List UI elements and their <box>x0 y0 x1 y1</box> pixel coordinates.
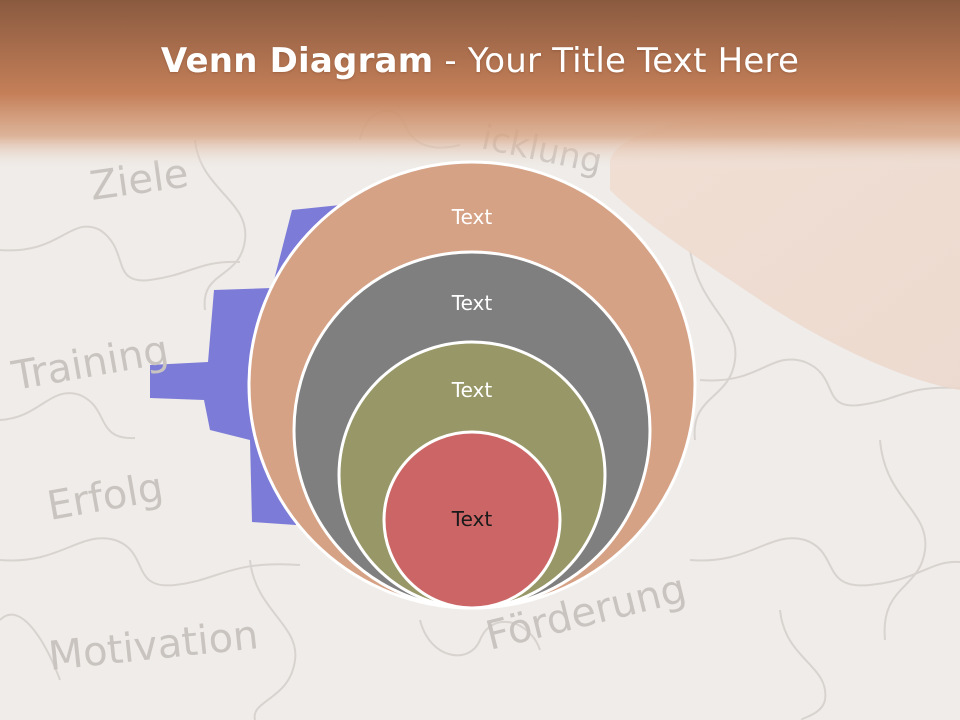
finger-shape <box>610 117 960 391</box>
circle-label-1: Text <box>451 205 493 229</box>
circle-label-4: Text <box>451 507 493 531</box>
puzzle-seams <box>0 109 960 720</box>
circle-group-4[interactable]: Text <box>382 430 562 610</box>
title-rest: Your Title Text Here <box>467 41 800 81</box>
title-separator: - <box>433 41 468 81</box>
title-bar: Venn Diagram - Your Title Text Here <box>0 0 960 130</box>
circle-label-2: Text <box>451 291 493 315</box>
title-bold: Venn Diagram <box>160 41 434 81</box>
slide-title: Venn Diagram - Your Title Text Here <box>161 41 799 81</box>
title-band <box>0 0 960 170</box>
circle-label-3: Text <box>451 378 493 402</box>
venn-circle-4[interactable] <box>382 430 562 610</box>
